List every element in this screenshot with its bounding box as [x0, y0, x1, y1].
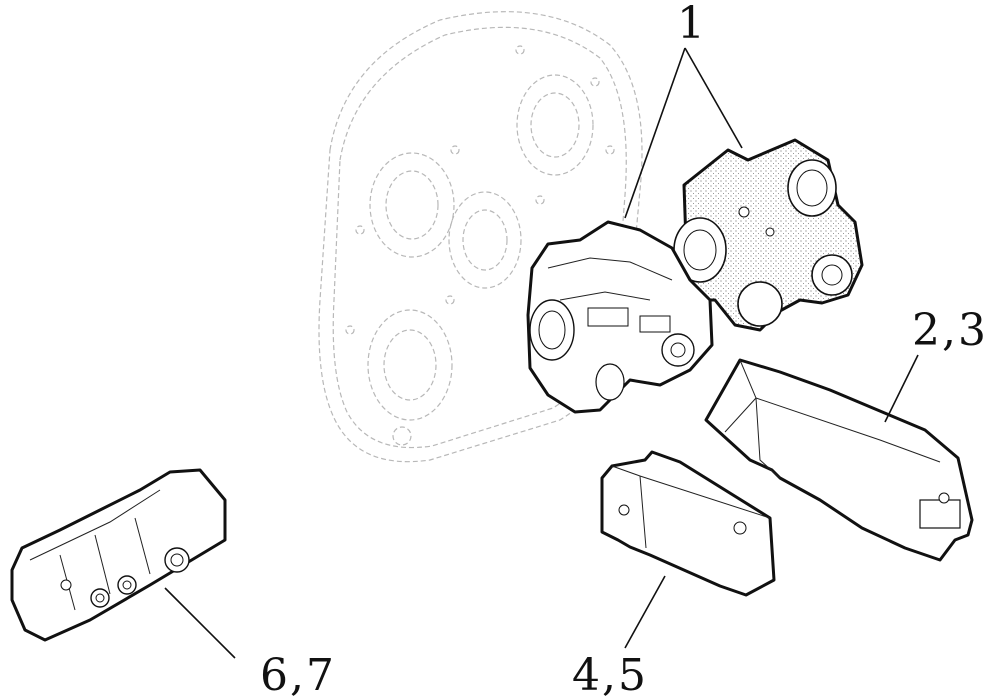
- pump-assembly-rear: [673, 138, 864, 332]
- callout-6-7: 6,7: [260, 650, 336, 700]
- housing-plate-ghost: [318, 11, 643, 463]
- gear-pump: [10, 468, 227, 642]
- leader-bracket-upper: [884, 354, 919, 423]
- leader-pump-front: [624, 47, 686, 219]
- bracket-upper: [704, 358, 974, 562]
- bracket-lower: [600, 450, 776, 597]
- leader-pump-rear: [684, 47, 743, 149]
- leader-gear-pump: [164, 587, 236, 659]
- callout-2-3: 2,3: [912, 305, 988, 356]
- callout-4-5: 4,5: [572, 650, 648, 700]
- leader-lines: [164, 47, 919, 659]
- pump-assembly-front: [526, 220, 714, 414]
- leader-bracket-lower: [624, 575, 666, 649]
- callout-1: 1: [677, 0, 707, 49]
